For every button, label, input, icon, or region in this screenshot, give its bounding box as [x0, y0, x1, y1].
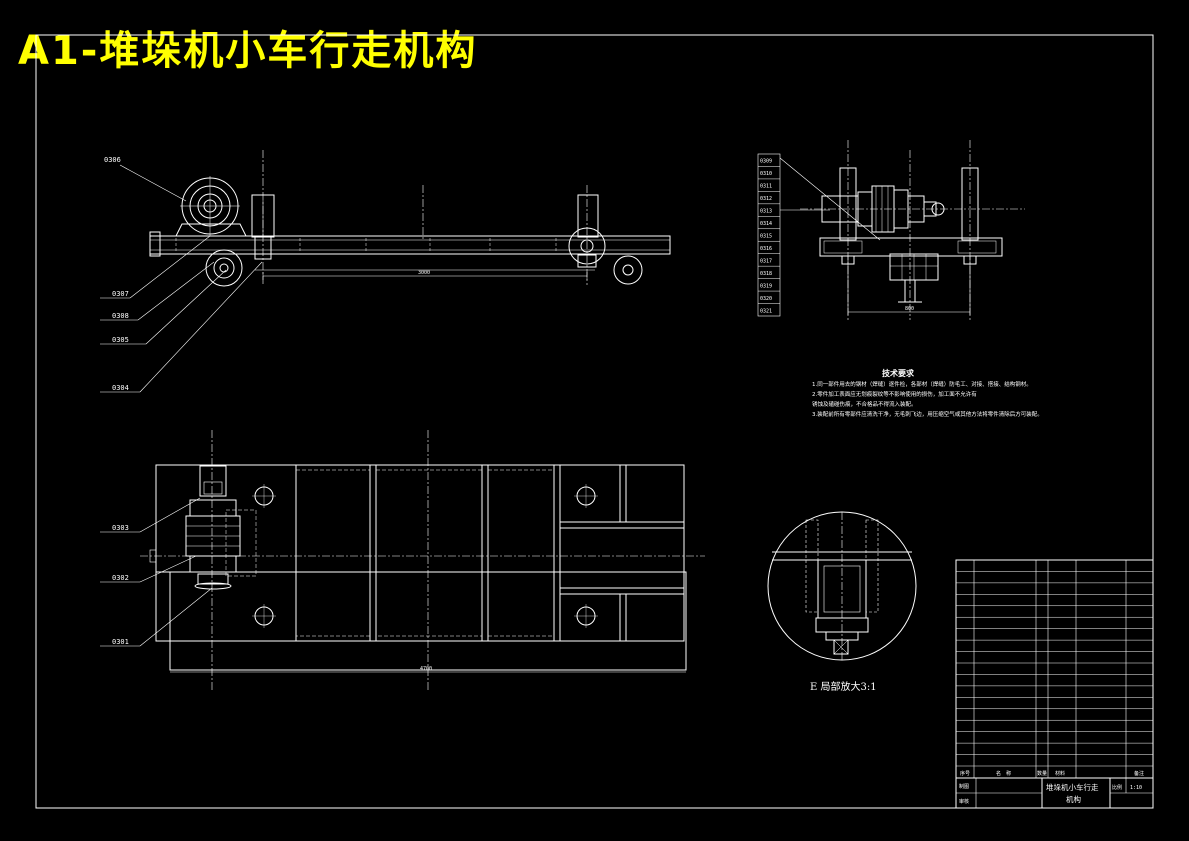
bom-header-qty: 数量	[1037, 770, 1047, 777]
drawing-title: A1-堆垛机小车行走机构	[18, 28, 478, 74]
tech-line-3: 3.装配前所有零部件应清洗干净，无毛刺飞边，用压缩空气或其他方法将零件清除后方可…	[812, 410, 1043, 418]
plan-dimension: 4700	[420, 666, 432, 672]
tech-line-1: 2.零件加工表面应无划痕裂纹等不影响使用的损伤，加工面不允许有	[812, 390, 977, 398]
end-label-8: 0317	[760, 258, 772, 264]
end-label-6: 0315	[760, 234, 772, 240]
end-label-0: 0309	[760, 159, 772, 165]
tech-line-0: 1.同一部件用去的钢材（焊缝）逐件检，各部材（焊缝）防毛工、对接、搭接、结构钢材…	[812, 380, 1032, 388]
tb-name-line1: 堆垛机小车行走	[1046, 782, 1099, 792]
tb-row-draw: 制图	[959, 783, 969, 790]
label-side-3: 0305	[112, 336, 129, 344]
tech-line-2: 锈蚀及磕碰伤痕，不合格品不得流入装配。	[812, 400, 917, 408]
label-side-2: 0308	[112, 312, 129, 320]
plan-view: 4700 0303 0302 0301	[100, 430, 705, 690]
end-label-12: 0321	[760, 308, 772, 314]
tech-requirements: 技术要求 1.同一部件用去的钢材（焊缝）逐件检，各部材（焊缝）防毛工、对接、搭接…	[812, 368, 1043, 418]
label-plan-0: 0303	[112, 524, 129, 532]
label-side-1: 0307	[112, 290, 129, 298]
tb-name-line2: 机构	[1066, 794, 1082, 804]
bom-header-no: 序号	[960, 770, 970, 777]
end-label-4: 0313	[760, 209, 772, 215]
title-block: 序号 名 称 数量 材料 备注 制图 审核 堆垛机小车行走 机构 比例 1:10	[955, 559, 1154, 809]
label-side-0: 0306	[104, 156, 121, 164]
end-dimension: 800	[905, 306, 914, 312]
label-plan-2: 0301	[112, 638, 129, 646]
end-label-2: 0311	[760, 184, 772, 190]
end-label-3: 0312	[760, 196, 772, 202]
drawing-frame	[35, 34, 1154, 809]
detail-caption: E 局部放大3:1	[810, 680, 877, 693]
end-label-10: 0319	[760, 283, 772, 289]
end-view: 800 0309 0310 0311 0312 0313 0314 0315 0316 0317…	[757, 140, 1025, 320]
detail-e: E 局部放大3:1	[767, 511, 917, 693]
end-label-7: 0316	[760, 246, 772, 252]
label-side-4: 0304	[112, 384, 129, 392]
end-label-1: 0310	[760, 171, 772, 177]
bom-header-material: 材料	[1055, 770, 1065, 777]
end-label-9: 0318	[760, 271, 772, 277]
tb-scale: 1:10	[1130, 785, 1142, 791]
end-label-11: 0320	[760, 296, 772, 302]
tb-scale-label: 比例	[1112, 784, 1122, 791]
label-plan-1: 0302	[112, 574, 129, 582]
end-label-5: 0314	[760, 221, 772, 227]
side-dimension: 3000	[418, 270, 430, 276]
tech-heading: 技术要求	[882, 368, 915, 378]
side-view: 3000 0306 0307 0308 0305 0304	[100, 150, 671, 393]
tb-row-check: 审核	[959, 798, 969, 805]
bom-header-name: 名 称	[996, 770, 1011, 777]
bom-header-remark: 备注	[1134, 770, 1144, 777]
